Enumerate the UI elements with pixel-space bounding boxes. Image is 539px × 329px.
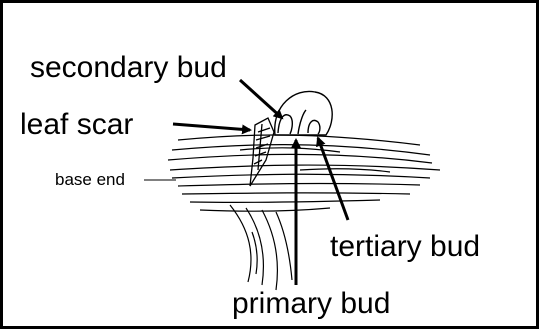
primary-bud-label: primary bud xyxy=(232,289,390,319)
base-end-label: base end xyxy=(55,171,125,188)
leaf-scar xyxy=(250,118,274,186)
buds xyxy=(275,91,332,135)
secondary-bud-arrow xyxy=(240,80,282,118)
leaf-scar-arrow xyxy=(173,124,250,130)
twig-stem xyxy=(168,135,440,211)
leaf-scar-label: leaf scar xyxy=(20,110,133,140)
branch xyxy=(230,205,292,290)
arrows xyxy=(173,80,348,285)
tertiary-bud-label: tertiary bud xyxy=(330,232,480,262)
tertiary-bud-shape xyxy=(308,120,320,134)
tertiary-bud-arrow xyxy=(318,138,348,220)
secondary-bud-label: secondary bud xyxy=(30,53,227,83)
